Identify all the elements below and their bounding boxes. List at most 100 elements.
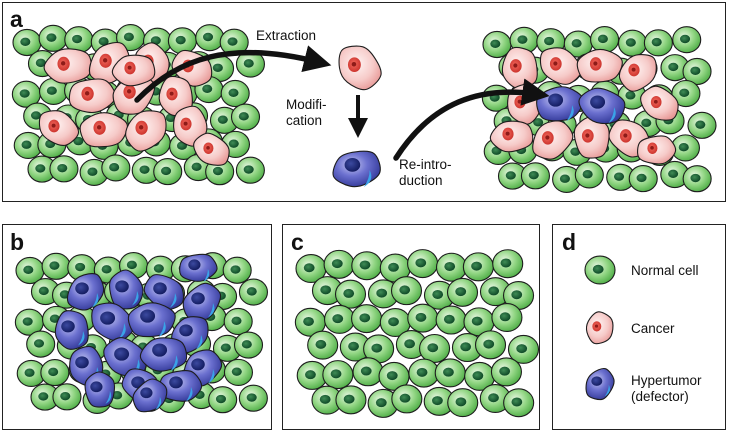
nucleus xyxy=(315,339,327,349)
nucleus xyxy=(625,91,636,100)
normal-cell xyxy=(687,111,717,139)
legend-cancer-label: Cancer xyxy=(631,321,675,336)
hypertumor-accent xyxy=(118,323,126,340)
normal-cell xyxy=(30,383,60,411)
nucleus xyxy=(231,316,242,325)
nucleus xyxy=(695,120,706,129)
normal-cell xyxy=(307,330,339,360)
hypertumor-accent xyxy=(132,359,140,376)
nucleus xyxy=(303,316,314,326)
normal-cell xyxy=(101,154,131,182)
hypertumor-accent xyxy=(604,384,610,397)
cancer-cell xyxy=(125,110,167,152)
normal-cell xyxy=(41,252,71,280)
cancer-cell xyxy=(501,46,538,90)
cancer-cell xyxy=(489,120,534,153)
nucleus xyxy=(243,165,254,174)
nucleus xyxy=(388,262,399,272)
nucleus xyxy=(152,343,168,357)
normal-cell xyxy=(295,254,327,284)
hypertumor-accent xyxy=(208,369,215,384)
nucleus xyxy=(625,38,636,47)
normal-cell xyxy=(223,358,254,386)
cancer-cell xyxy=(158,75,193,117)
nucleus xyxy=(444,261,456,271)
nucleus xyxy=(112,391,123,400)
nucleus xyxy=(528,170,539,180)
nucleus xyxy=(343,394,355,404)
nucleus xyxy=(231,367,242,376)
nucleus xyxy=(115,280,129,293)
nucleus xyxy=(432,289,444,299)
nucleus xyxy=(559,174,570,183)
nucleus xyxy=(60,391,71,401)
nucleus xyxy=(228,88,239,97)
nucleus xyxy=(169,376,183,389)
nucleus xyxy=(23,265,34,274)
nucleus xyxy=(179,324,193,337)
normal-cell xyxy=(671,79,701,108)
normal-cell xyxy=(446,277,479,307)
cancer-cell xyxy=(43,48,92,84)
panel-d xyxy=(552,224,726,430)
nucleus xyxy=(432,396,443,406)
nucleus xyxy=(35,164,46,173)
nucleus xyxy=(331,259,343,269)
nucleus xyxy=(582,170,593,179)
normal-cell xyxy=(38,24,68,52)
nucleus xyxy=(516,344,528,354)
nucleus xyxy=(590,95,606,109)
nucleus xyxy=(20,37,31,46)
hypertumor-accent xyxy=(92,367,99,382)
normal-cell xyxy=(235,156,265,184)
nucleus xyxy=(375,398,387,408)
reintroduction-label: Re-intro- duction xyxy=(399,157,452,188)
nucleus xyxy=(153,264,164,273)
normal-cell xyxy=(167,27,197,55)
panel-label-d: d xyxy=(562,229,577,255)
cancer-cell xyxy=(111,54,156,87)
nucleus xyxy=(388,317,399,327)
normal-cell xyxy=(335,385,367,415)
normal-cell xyxy=(153,158,183,186)
normal-cell xyxy=(407,249,439,279)
nucleus xyxy=(690,66,701,75)
normal-cell xyxy=(233,331,264,359)
nucleus xyxy=(303,263,315,273)
legend-normal-icon xyxy=(584,255,616,285)
nucleus xyxy=(499,366,511,376)
normal-cell xyxy=(195,24,225,52)
normal-cell xyxy=(230,103,261,131)
normal-cell xyxy=(391,384,423,414)
normal-cell xyxy=(503,388,535,418)
normal-cell xyxy=(40,359,70,387)
nucleus xyxy=(613,172,625,181)
panel-label-c: c xyxy=(291,229,304,255)
nucleus xyxy=(46,86,57,95)
normal-cell xyxy=(408,358,440,388)
normal-cell xyxy=(15,256,45,285)
cancer-cell xyxy=(637,135,677,165)
normal-cell xyxy=(220,79,250,108)
nucleus xyxy=(238,112,249,121)
nucleus xyxy=(319,394,331,404)
nucleus xyxy=(139,165,150,174)
legend-hypertumor-label: Hypertumor (defector) xyxy=(631,373,702,404)
nucleus xyxy=(227,37,238,46)
normal-cell xyxy=(323,249,355,279)
normal-cell xyxy=(447,388,479,418)
nucleus xyxy=(320,285,332,295)
normal-cell xyxy=(208,386,238,414)
cancer-cell xyxy=(532,120,574,160)
hypertumor-cell xyxy=(67,273,105,311)
normal-cell xyxy=(367,388,399,418)
nucleus xyxy=(416,367,428,377)
nucleus xyxy=(636,173,647,183)
normal-cell xyxy=(14,308,44,336)
cancer-cell xyxy=(539,47,583,85)
nucleus xyxy=(571,39,582,48)
nucleus xyxy=(443,367,454,377)
extraction-label: Extraction xyxy=(256,28,317,43)
hypertumor-accent xyxy=(196,335,203,350)
